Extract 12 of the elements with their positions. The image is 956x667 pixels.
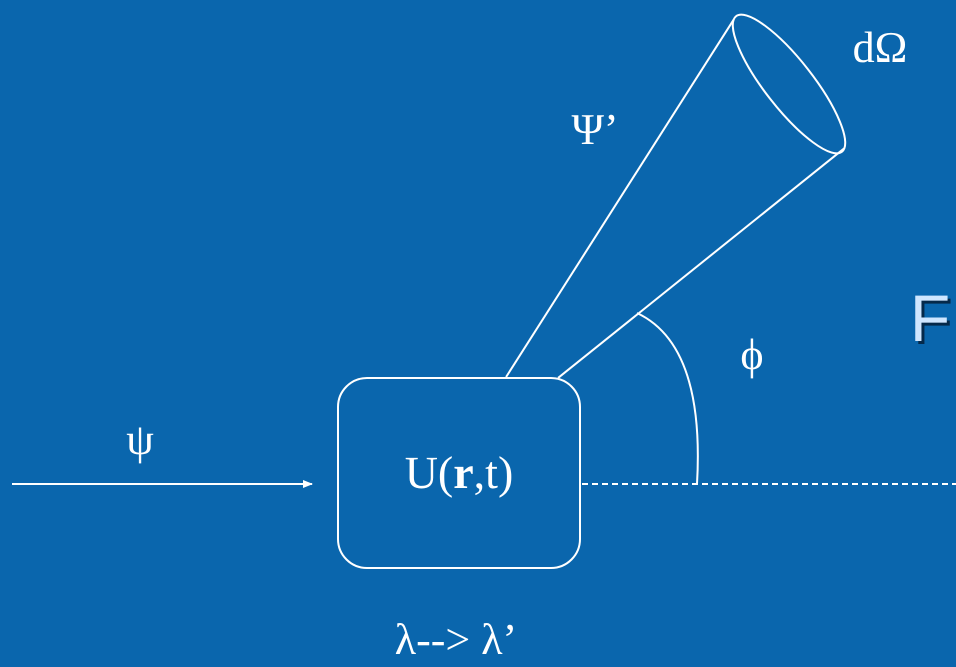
solid-angle-label: dΩ [852, 26, 908, 70]
potential-text: U(r,t) [404, 450, 514, 496]
wave-label: Ψ’ [571, 108, 619, 152]
scatterer-box [337, 377, 581, 569]
axis-line [582, 482, 956, 485]
incident-arrow [12, 480, 313, 488]
cone-line [505, 19, 734, 378]
title-fragment: F [910, 285, 950, 351]
cone-line [557, 147, 846, 379]
angle-label: ϕ [740, 333, 764, 377]
wave-label: ψ [126, 418, 154, 462]
wavelength-change-text: λ--> λ’ [394, 618, 518, 662]
